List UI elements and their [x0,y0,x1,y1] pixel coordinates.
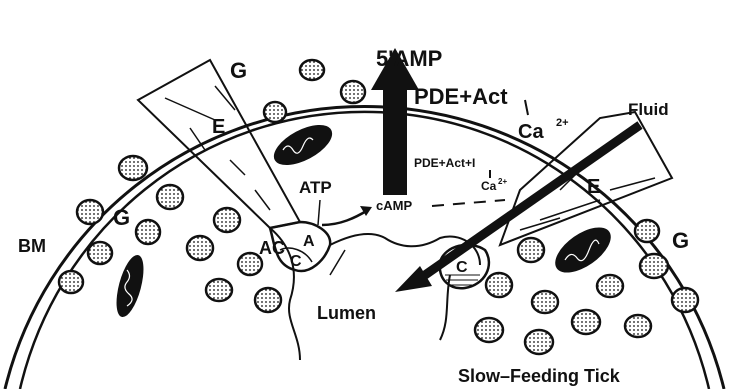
granule [635,220,659,242]
label-g-left: G [113,205,130,230]
atp-to-camp-arrow [322,210,368,225]
granule [119,156,147,180]
atp-connector [318,200,320,225]
granule [264,102,286,122]
granule [597,275,623,297]
label-ca-mid-sup: 2+ [498,177,507,186]
basement-membrane-outer [5,107,724,389]
label-atp: ATP [299,178,332,197]
label-c: C [290,253,302,270]
granule [88,242,112,264]
granule [59,271,83,293]
granule [625,315,651,337]
ca-to-pde-line [525,100,528,115]
label-bm: BM [18,236,46,256]
label-pde-act-i: PDE+Act+I [414,156,475,170]
granule [525,330,553,354]
lumen-outline [270,228,480,360]
label-g-top: G [230,58,247,83]
granule [341,81,365,103]
label-5amp: 5'AMP [376,46,442,71]
label-a: A [303,233,315,250]
label-fluid: Fluid [628,100,669,119]
granule [486,273,512,297]
granule [136,220,160,244]
label-pde-act: PDE+Act [414,84,508,109]
granule [300,60,324,80]
granule [255,288,281,312]
label-ac: AC [259,238,285,258]
granule [572,310,600,334]
label-lumen: Lumen [317,303,376,323]
granule [157,185,183,209]
ac-lower-connector [330,250,345,275]
granule [187,236,213,260]
granule [532,291,558,313]
mitochondrion [548,219,619,282]
label-camp: cAMP [376,198,412,213]
granule [640,254,668,278]
granule [672,288,698,312]
granule [77,200,103,224]
mitochondrion [111,252,149,320]
label-e-left: E [212,116,225,138]
label-e-right: E [587,176,600,198]
mitochondrion [268,117,339,174]
label-g-right: G [672,228,689,253]
granule [475,318,503,342]
fluid-arrow [395,125,640,292]
label-ca-mid: Ca [481,179,497,193]
granule [214,208,240,232]
label-ca-top: Ca [518,121,544,143]
label-slow-feeding-tick: Slow–Feeding Tick [458,366,621,386]
granule [518,238,544,262]
camp-dashed-line [432,200,505,206]
label-c-right: C [456,259,468,276]
granule [206,279,232,301]
label-ca-top-sup: 2+ [556,117,569,129]
